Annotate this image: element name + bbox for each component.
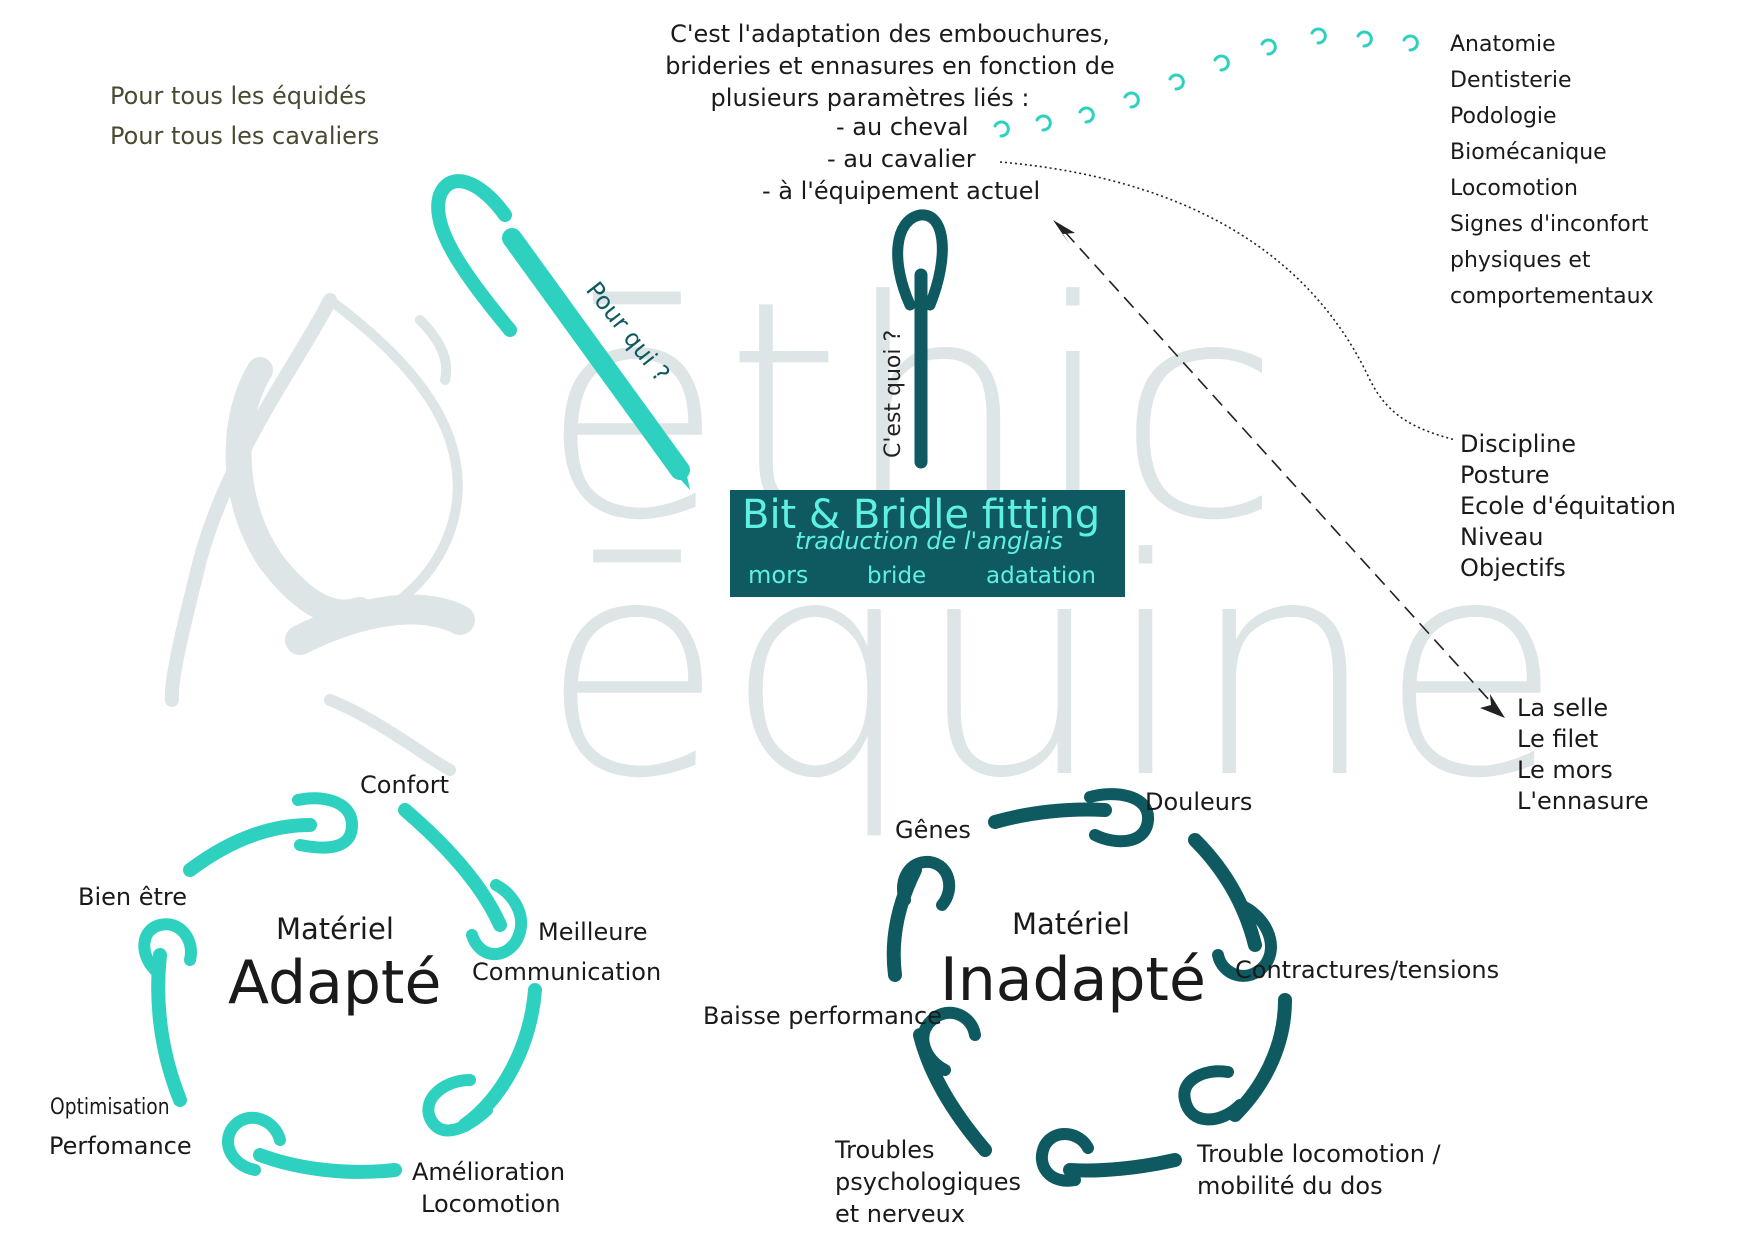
adapte-item-locomotion: Locomotion [421, 1190, 561, 1218]
inadapte-item-genes: Gênes [895, 816, 971, 844]
connector-cavalier [999, 161, 1456, 441]
cest-quoi-line-4: - au cheval [836, 113, 969, 141]
rider-param: Ecole d'équitation [1460, 492, 1676, 520]
inadapte-item-troubles-3: et nerveux [835, 1200, 966, 1228]
adapte-big-title: Adapté [228, 948, 442, 1018]
horse-param: Dentisterie [1450, 68, 1572, 93]
arrowhead-top [1053, 220, 1075, 245]
connector-equipment [1064, 231, 1501, 713]
horse-params-list: Anatomie Dentisterie Podologie Biomécani… [1450, 29, 1654, 312]
inadapte-big-title: Inadapté [940, 945, 1206, 1015]
cest-quoi-label: C'est quoi ? [881, 330, 906, 458]
horse-param: Biomécanique [1450, 140, 1607, 165]
equipment-param: Le filet [1517, 725, 1599, 753]
adapte-links [138, 792, 527, 1176]
equipment-param: La selle [1517, 694, 1609, 722]
inadapte-item-trouble-1: Trouble locomotion / [1197, 1140, 1441, 1168]
adapte-item-communication: Communication [472, 958, 662, 986]
adapte-item-perfomance: Perfomance [49, 1132, 192, 1160]
arrowhead-bottom [1480, 694, 1505, 718]
cest-quoi-line-2: brideries et ennasures en fonction de [665, 52, 1115, 80]
pour-qui-line-1: Pour tous les équidés [110, 82, 367, 110]
equipment-param: Le mors [1517, 756, 1613, 784]
central-node: Bit & Bridle fitting traduction de l'ang… [730, 490, 1125, 597]
adapte-item-meilleure: Meilleure [538, 918, 648, 946]
chain-links-cheval [993, 27, 1419, 138]
equipment-param: L'ennasure [1517, 787, 1649, 815]
cest-quoi-line-5: - au cavalier [827, 145, 976, 173]
inadapte-item-baisse: Baisse performance [703, 1002, 942, 1030]
cest-quoi-needle-icon [892, 209, 948, 469]
horse-param: Locomotion [1450, 176, 1578, 201]
cest-quoi-line-1: C'est l'adaptation des embouchures, [670, 20, 1110, 48]
central-word-mors: mors [748, 561, 809, 589]
pour-qui-needle-tip [672, 462, 690, 490]
cest-quoi-line-6: - à l'équipement actuel [762, 177, 1041, 205]
inadapte-item-troubles-1: Troubles [835, 1136, 935, 1164]
rider-param: Posture [1460, 461, 1550, 489]
horse-head-watermark [164, 293, 475, 776]
pour-qui-label: Pour qui ? [580, 276, 675, 387]
equipment-params-list: La selle Le filet Le mors L'ennasure [1517, 693, 1649, 817]
inadapte-item-contractures: Contractures/tensions [1235, 956, 1500, 984]
horse-param: physiques et [1450, 248, 1591, 273]
cest-quoi-line-3: plusieurs paramètres liés : [710, 84, 1030, 112]
adapte-item-bien-etre: Bien être [78, 883, 188, 911]
horse-param: Anatomie [1450, 32, 1556, 57]
adapte-item-confort: Confort [360, 771, 450, 799]
rider-param: Objectifs [1460, 554, 1566, 582]
horse-param: Podologie [1450, 104, 1557, 129]
central-title: Bit & Bridle fitting [742, 492, 1101, 538]
central-word-bride: bride [867, 563, 927, 589]
horse-param: Signes d'inconfort [1450, 212, 1649, 237]
adapte-item-optimisation: Optimisation [50, 1095, 170, 1120]
inadapte-links [897, 788, 1277, 1187]
adapte-item-amelioration: Amélioration [412, 1158, 566, 1186]
pour-qui-needle-icon [431, 174, 690, 480]
adapte-small-title: Matériel [276, 912, 394, 946]
cest-quoi-text: C'est l'adaptation des embouchures, brid… [620, 18, 1160, 114]
pour-qui-line-2: Pour tous les cavaliers [110, 122, 380, 150]
inadapte-small-title: Matériel [1012, 907, 1130, 941]
horse-param: comportementaux [1450, 284, 1654, 309]
rider-param: Niveau [1460, 523, 1544, 551]
inadapte-item-douleurs: Douleurs [1145, 788, 1253, 816]
inadapte-item-troubles-2: psychologiques [835, 1168, 1021, 1196]
inadapte-item-trouble-2: mobilité du dos [1197, 1172, 1383, 1200]
rider-params-list: Discipline Posture Ecole d'équitation Ni… [1460, 429, 1676, 584]
rider-param: Discipline [1460, 430, 1577, 458]
central-word-adatation: adatation [986, 563, 1096, 589]
central-subtitle: traduction de l'anglais [795, 527, 1063, 555]
